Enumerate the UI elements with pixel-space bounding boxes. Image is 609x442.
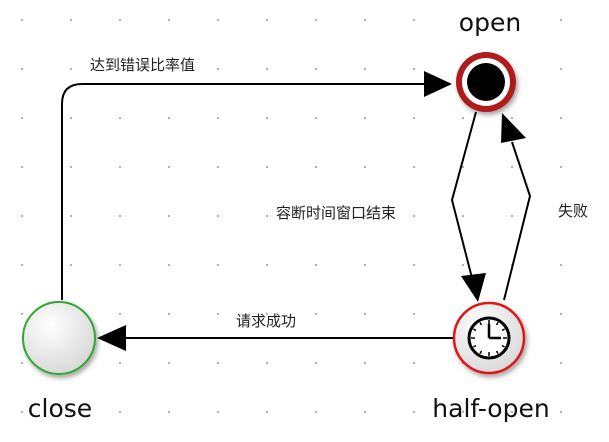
state-close-label: close xyxy=(28,394,92,423)
edge-half-open-to-open xyxy=(501,113,532,301)
state-open-core xyxy=(467,63,505,101)
state-close-circle xyxy=(22,301,96,375)
edge-close-to-open-line xyxy=(61,83,440,300)
state-open xyxy=(456,52,516,112)
state-close xyxy=(22,301,96,375)
state-half-open-label: half-open xyxy=(432,394,549,423)
edge-close-to-open-label: 达到错误比率值 xyxy=(90,56,195,74)
edge-half-open-to-open-line xyxy=(503,141,532,301)
edge-close-to-open xyxy=(61,71,452,300)
state-half-open xyxy=(452,301,526,375)
edge-open-to-half-open-line xyxy=(450,111,477,279)
edge-close-to-open-arrowhead xyxy=(424,71,452,97)
edge-half-open-to-close-label: 请求成功 xyxy=(236,312,296,330)
edge-open-to-half-open-label: 容断时间窗口结束 xyxy=(276,204,396,222)
edge-half-open-to-close-arrowhead xyxy=(97,325,126,351)
edge-half-open-to-open-arrowhead xyxy=(501,113,526,143)
edge-half-open-to-open-label: 失败 xyxy=(558,202,588,220)
clock-icon xyxy=(467,316,511,360)
edge-open-to-half-open-arrowhead xyxy=(461,273,486,302)
edge-half-open-to-close xyxy=(97,325,454,351)
edge-open-to-half-open xyxy=(450,111,486,302)
state-open-label: open xyxy=(459,8,521,37)
